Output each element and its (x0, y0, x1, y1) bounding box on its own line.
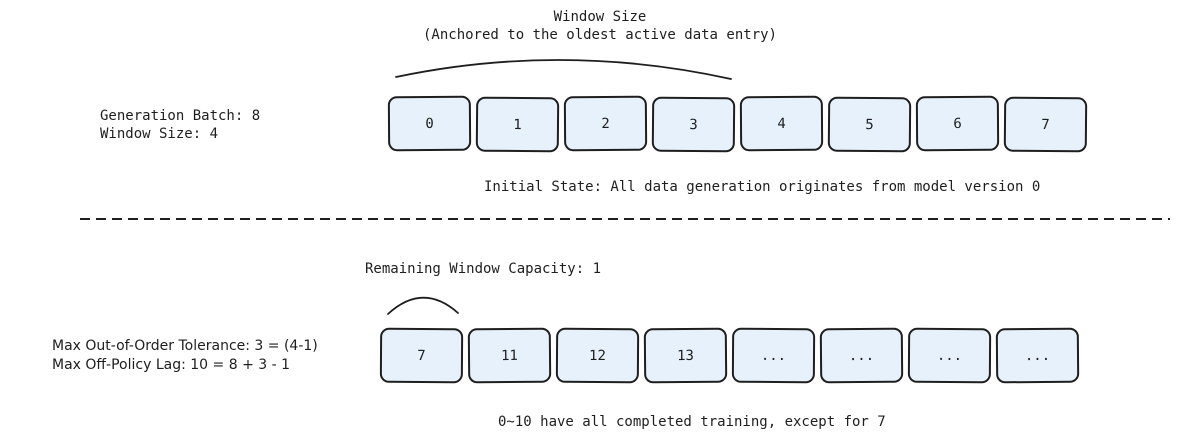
batch-cell: 1 (475, 96, 560, 153)
batch-cell: 0 (387, 95, 472, 152)
initial-state-caption: Initial State: All data generation origi… (484, 179, 1041, 195)
batch-cell: ... (995, 327, 1080, 384)
remaining-capacity-label: Remaining Window Capacity: 1 (365, 261, 602, 277)
batch-cell: 11 (467, 327, 552, 384)
batch-cell: 2 (563, 95, 648, 152)
batch-cell: 12 (555, 327, 640, 384)
batch-cell: 7 (379, 327, 464, 384)
window-size-subtitle: (Anchored to the oldest active data entr… (422, 27, 777, 43)
max-off-policy-lag-label: Max Off-Policy Lag: 10 = 8 + 3 - 1 (52, 357, 291, 373)
batch-cell: 7 (1003, 96, 1088, 153)
batch-cell: 4 (739, 95, 824, 152)
initial-state-batch-row: 0 1 2 3 4 5 6 7 (387, 95, 1088, 153)
batch-cell: ... (819, 327, 904, 384)
window-size-label: Window Size: 4 (100, 126, 219, 142)
batch-cell: 6 (915, 95, 1000, 152)
batch-cell: 3 (651, 96, 736, 153)
remaining-capacity-brace (387, 296, 459, 315)
current-state-batch-row: 7 11 12 13 ... ... ... ... (379, 327, 1080, 384)
batch-cell: 13 (643, 327, 728, 384)
max-out-of-order-label: Max Out-of-Order Tolerance: 3 = (4-1) (52, 338, 318, 354)
batch-cell: ... (731, 327, 816, 384)
completed-training-caption: 0~10 have all completed training, except… (498, 414, 886, 430)
batch-cell: ... (907, 327, 992, 384)
generation-batch-label: Generation Batch: 8 (100, 108, 261, 124)
window-size-title: Window Size (553, 9, 647, 25)
window-size-brace (395, 59, 732, 80)
batch-cell: 5 (827, 96, 912, 153)
